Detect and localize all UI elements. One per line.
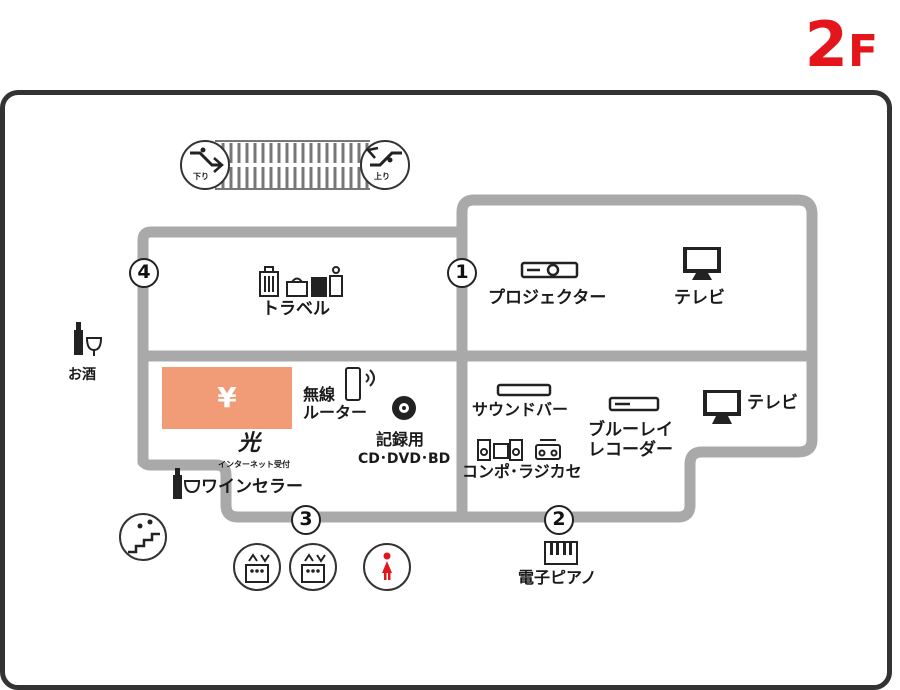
hikari-logo: 光 bbox=[238, 431, 261, 456]
area-bluray-line1: ブルーレイ bbox=[588, 420, 673, 440]
floor-number: 2 bbox=[804, 8, 848, 81]
speakers-icon bbox=[477, 439, 523, 461]
stairs-icon bbox=[119, 513, 167, 561]
area-sake: お酒 bbox=[68, 367, 96, 383]
projector-icon bbox=[520, 261, 579, 279]
area-router-line1: 無線 bbox=[303, 385, 336, 404]
wine-bottle-icon bbox=[173, 468, 201, 499]
area-tv-lower: テレビ bbox=[747, 393, 798, 413]
router-icon bbox=[345, 367, 375, 401]
internet-counter: ¥ bbox=[162, 367, 292, 429]
floor-suffix: F bbox=[847, 26, 878, 77]
elevator-icon bbox=[233, 543, 281, 591]
area-record-line2: CD･DVD･BD bbox=[358, 451, 451, 467]
elevator-icon bbox=[289, 543, 337, 591]
piano-icon bbox=[544, 541, 578, 565]
escalator-down-icon bbox=[180, 140, 230, 190]
location-marker-2: 2 bbox=[544, 505, 574, 535]
walkway bbox=[137, 194, 818, 523]
wine-bottle-icon bbox=[74, 322, 103, 356]
area-compo: コンポ･ラジカセ bbox=[462, 462, 582, 481]
area-projector: プロジェクター bbox=[488, 288, 607, 308]
soundbar-icon bbox=[496, 383, 552, 397]
area-travel: トラベル bbox=[262, 299, 330, 319]
area-tv-upper: テレビ bbox=[674, 288, 725, 308]
location-marker-1: 1 bbox=[447, 258, 477, 288]
floor-label: 2F bbox=[805, 14, 878, 76]
escalator-up-icon bbox=[360, 140, 410, 190]
tv-icon bbox=[703, 390, 741, 424]
suitcase-icon bbox=[259, 266, 343, 297]
area-router-line2: ルーター bbox=[303, 403, 368, 422]
location-marker-3: 3 bbox=[291, 505, 321, 535]
tv-icon bbox=[683, 247, 721, 280]
area-record-line1: 記録用 bbox=[376, 430, 425, 449]
location-marker-4: 4 bbox=[129, 258, 159, 288]
area-bluray-line2: レコーダー bbox=[588, 440, 673, 460]
escalator-up-label: 上り bbox=[374, 172, 390, 181]
floor-map bbox=[74, 140, 818, 591]
radio-icon bbox=[535, 439, 561, 460]
escalator-track bbox=[200, 140, 390, 190]
internet-reception-label: インターネット受付 bbox=[218, 460, 290, 469]
bluray-icon bbox=[608, 396, 660, 412]
escalator-down-label: 下り bbox=[193, 172, 209, 181]
disc-icon bbox=[392, 396, 416, 420]
area-soundbar: サウンドバー bbox=[472, 400, 569, 419]
area-piano: 電子ピアノ bbox=[518, 568, 597, 587]
restroom-icon bbox=[363, 543, 411, 591]
area-wine-cellar: ワインセラー bbox=[201, 477, 303, 497]
